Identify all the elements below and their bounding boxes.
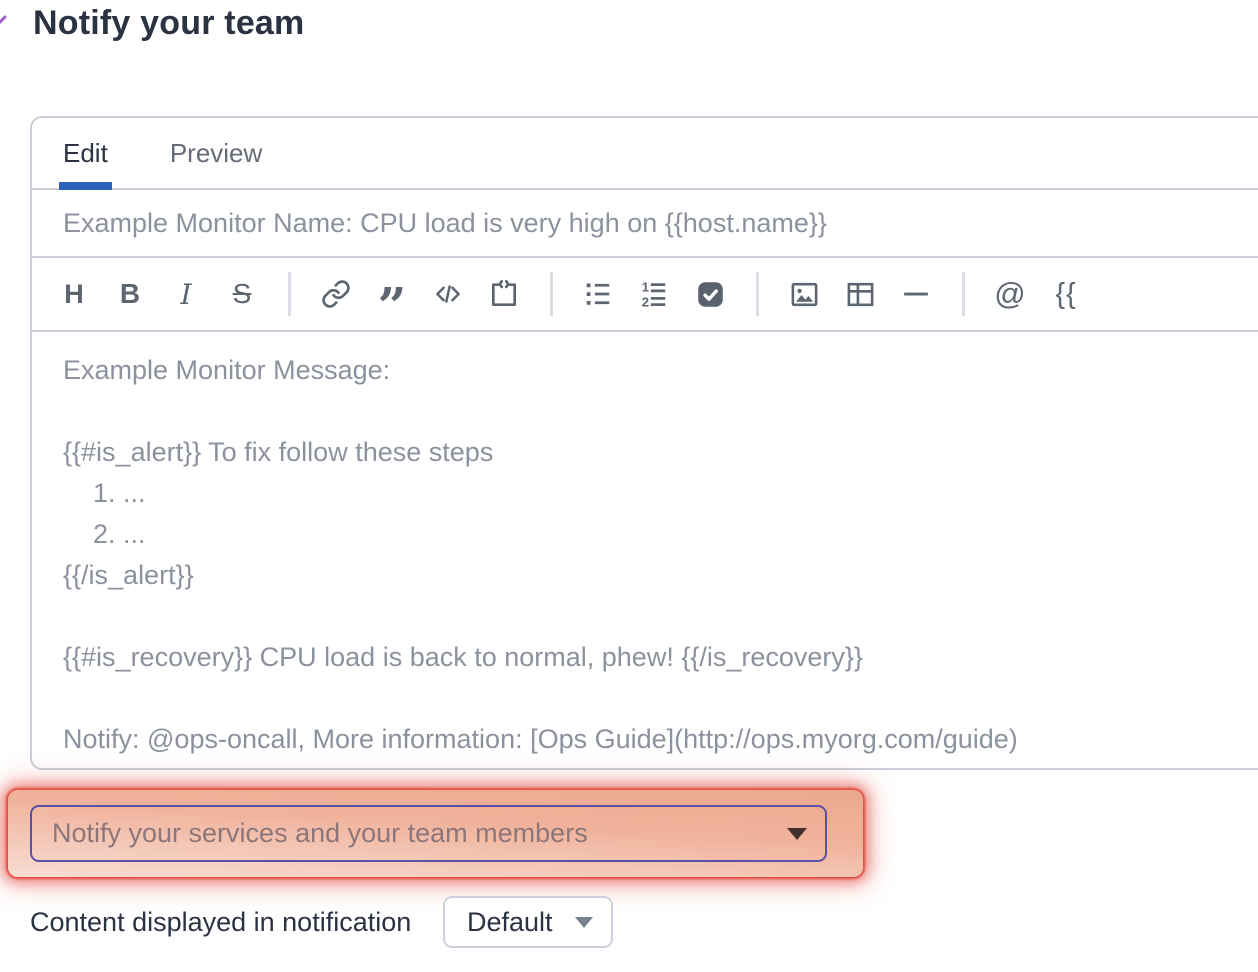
link-icon: [322, 280, 350, 308]
table-icon: [847, 282, 873, 306]
tab-preview[interactable]: Preview: [170, 118, 262, 188]
content-displayed-value: Default: [467, 906, 553, 937]
template-variable-icon: {{: [1055, 277, 1077, 310]
inline-code-button[interactable]: [420, 269, 476, 319]
code-block-button[interactable]: [476, 269, 532, 319]
italic-button[interactable]: I: [158, 269, 214, 319]
heading-button[interactable]: H: [46, 269, 102, 319]
toolbar-divider: [738, 272, 776, 316]
bold-icon: B: [119, 278, 141, 309]
strikethrough-button[interactable]: S: [214, 269, 270, 319]
horizontal-rule-button[interactable]: [888, 269, 944, 319]
blockquote-button[interactable]: ”: [364, 269, 420, 335]
section-title: Notify your team: [33, 4, 305, 42]
mention-button[interactable]: @: [982, 269, 1038, 319]
active-tab-underline: [59, 182, 112, 190]
dropdown-arrow-icon: [787, 827, 807, 840]
dropdown-arrow-icon: [575, 916, 593, 928]
toolbar-divider: [270, 272, 308, 316]
notify-recipients-placeholder: Notify your services and your team membe…: [52, 818, 588, 848]
numbered-list-icon: 1 2: [642, 280, 666, 310]
content-displayed-dropdown[interactable]: Default: [443, 896, 613, 948]
formatting-toolbar: H B I S ”: [32, 258, 1258, 332]
toolbar-divider: [944, 272, 982, 316]
image-button[interactable]: [776, 269, 832, 319]
image-icon: [791, 282, 817, 306]
blockquote-icon: ”: [377, 276, 407, 335]
checklist-button[interactable]: [682, 269, 738, 319]
numbered-list-button[interactable]: 1 2: [626, 269, 682, 319]
svg-text:2: 2: [642, 295, 649, 310]
section-collapse-chevron-icon[interactable]: [0, 8, 11, 37]
bulleted-list-button[interactable]: [570, 269, 626, 319]
editor-tabs: Edit Preview: [32, 118, 1258, 190]
link-button[interactable]: [308, 269, 364, 319]
bulleted-list-icon: [586, 283, 610, 305]
horizontal-rule-icon: [904, 292, 928, 296]
toolbar-divider: [532, 272, 570, 316]
monitor-message-textarea[interactable]: Example Monitor Message: {{#is_alert}} T…: [63, 355, 1018, 754]
bold-button[interactable]: B: [102, 269, 158, 319]
italic-icon: I: [180, 277, 192, 311]
heading-icon: H: [64, 278, 84, 309]
svg-text:1: 1: [642, 280, 649, 295]
checklist-icon: [697, 281, 723, 307]
content-displayed-label: Content displayed in notification: [30, 907, 412, 937]
code-block-icon: [492, 280, 516, 306]
template-variable-button[interactable]: {{: [1038, 269, 1094, 319]
annotation-highlight: Notify your services and your team membe…: [8, 790, 863, 877]
inline-code-icon: [436, 285, 460, 303]
strikethrough-icon: S: [232, 278, 252, 309]
table-button[interactable]: [832, 269, 888, 319]
message-editor-panel: Edit Preview H B I S ”: [30, 116, 1258, 770]
monitor-name-input[interactable]: [32, 190, 1258, 256]
mention-icon: @: [994, 276, 1026, 311]
notify-recipients-dropdown[interactable]: Notify your services and your team membe…: [30, 805, 827, 862]
tab-edit-label: Edit: [63, 137, 108, 168]
tab-preview-label: Preview: [169, 137, 263, 168]
tab-edit[interactable]: Edit: [59, 118, 112, 190]
monitor-name-row: [32, 190, 1258, 258]
